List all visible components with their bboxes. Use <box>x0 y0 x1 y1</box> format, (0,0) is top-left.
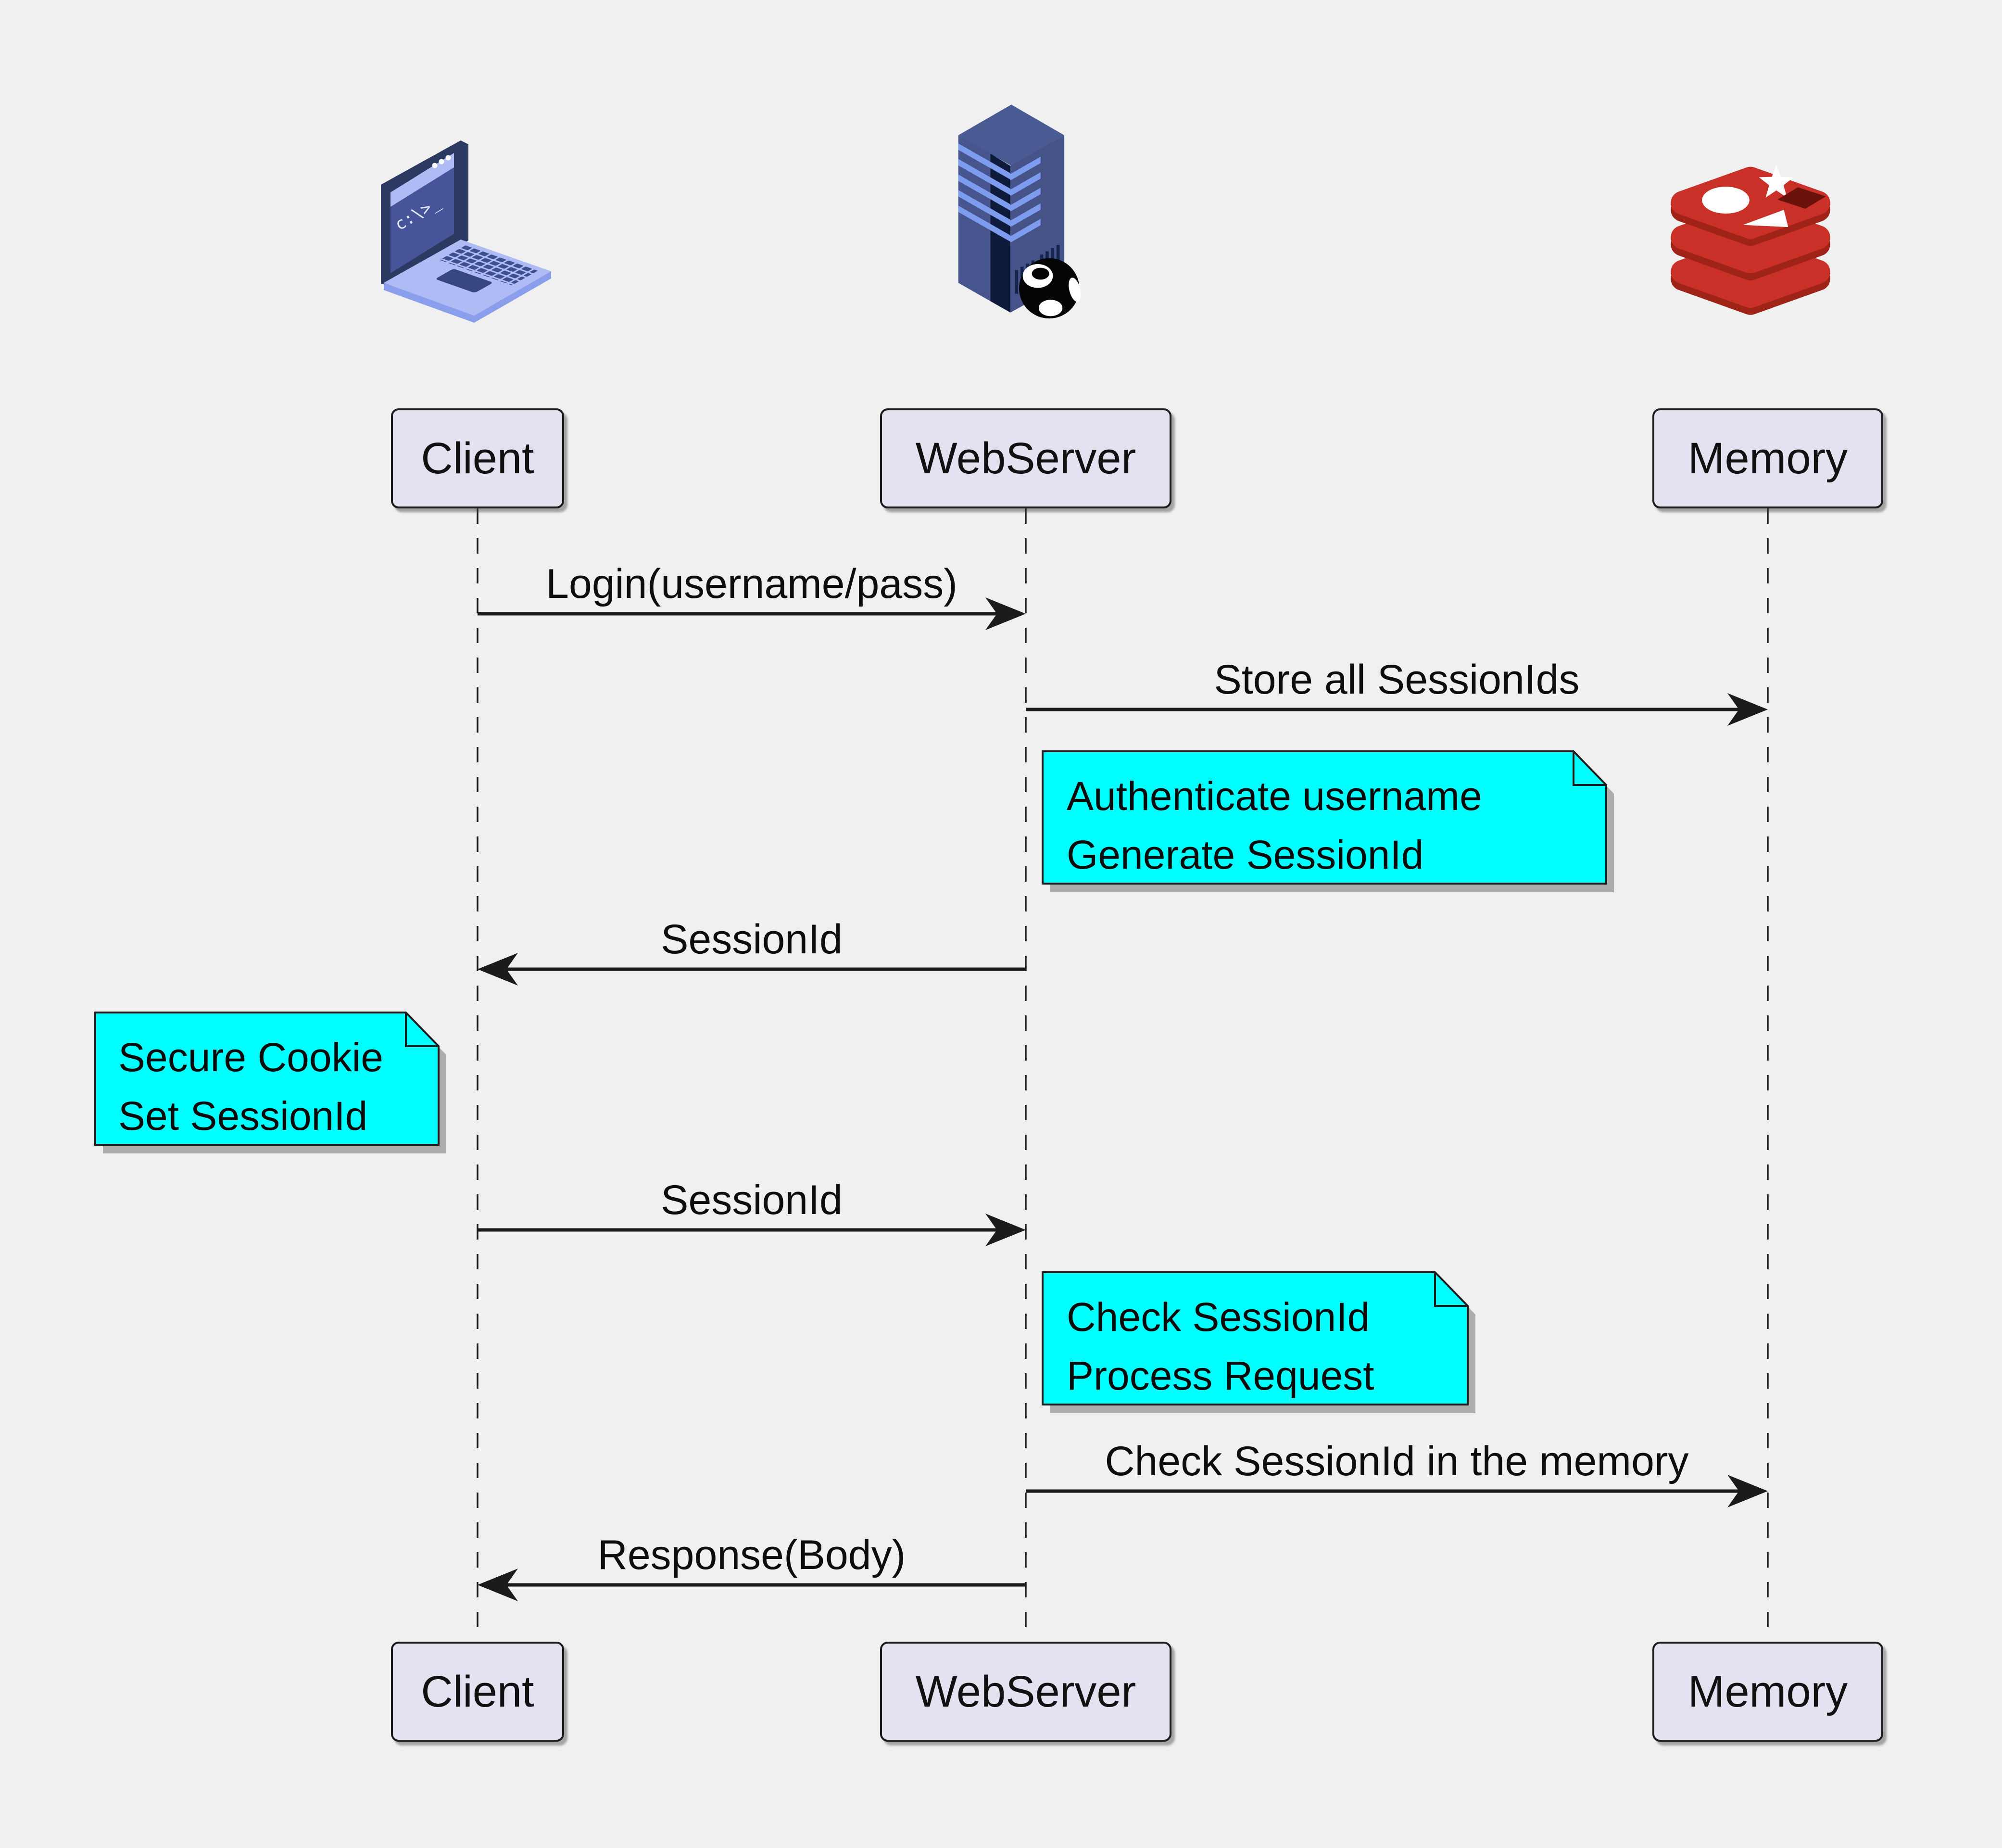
arrow-sessionid-to-client <box>478 953 1026 986</box>
participant-memory-top: Memory <box>1652 408 1883 508</box>
note-authenticate: Authenticate username Generate SessionId <box>1067 767 1482 884</box>
laptop-terminal-icon: c:\>_ <box>381 140 551 323</box>
arrow-response <box>478 1569 1026 1601</box>
redis-ellipse <box>1702 187 1750 214</box>
participant-webserver-top: WebServer <box>880 408 1171 508</box>
message-check-label: Check SessionId in the memory <box>1105 1438 1689 1484</box>
note-secure-cookie-shape <box>94 1012 446 1153</box>
note-check-sessionid-shape <box>1042 1271 1475 1413</box>
note-line: Authenticate username <box>1067 773 1482 819</box>
participant-client-bottom: Client <box>391 1642 564 1742</box>
note-line: Process Request <box>1067 1353 1374 1398</box>
message-response-label: Response(Body) <box>597 1532 906 1578</box>
redis-database-icon <box>1671 165 1830 315</box>
note-line: Generate SessionId <box>1067 832 1424 877</box>
message-store-label: Store all SessionIds <box>1214 657 1580 703</box>
arrow-login <box>478 597 1026 630</box>
note-check-sessionid: Check SessionId Process Request <box>1067 1288 1374 1405</box>
message-sessionid-label: SessionId <box>661 916 843 962</box>
participant-memory-bottom: Memory <box>1652 1642 1883 1742</box>
redis-star <box>1759 165 1794 198</box>
globe-icon <box>1019 258 1081 319</box>
note-line: Set SessionId <box>118 1093 368 1139</box>
redis-triangle <box>1743 210 1788 228</box>
message-sessionid2-label: SessionId <box>661 1177 843 1223</box>
note-authenticate-shape <box>1042 750 1614 892</box>
server-globe-icon <box>958 104 1081 319</box>
note-line: Check SessionId <box>1067 1294 1370 1340</box>
arrow-store-sessionids <box>1026 693 1768 726</box>
arrow-sessionid-to-webserver <box>478 1214 1026 1246</box>
participant-client-top: Client <box>391 408 564 508</box>
participant-webserver-bottom: WebServer <box>880 1642 1171 1742</box>
redis-diamond <box>1777 187 1826 209</box>
message-login-label: Login(username/pass) <box>546 561 957 607</box>
note-secure-cookie: Secure Cookie Set SessionId <box>118 1028 383 1145</box>
arrow-check-sessionid <box>1026 1475 1768 1507</box>
note-line: Secure Cookie <box>118 1035 383 1080</box>
